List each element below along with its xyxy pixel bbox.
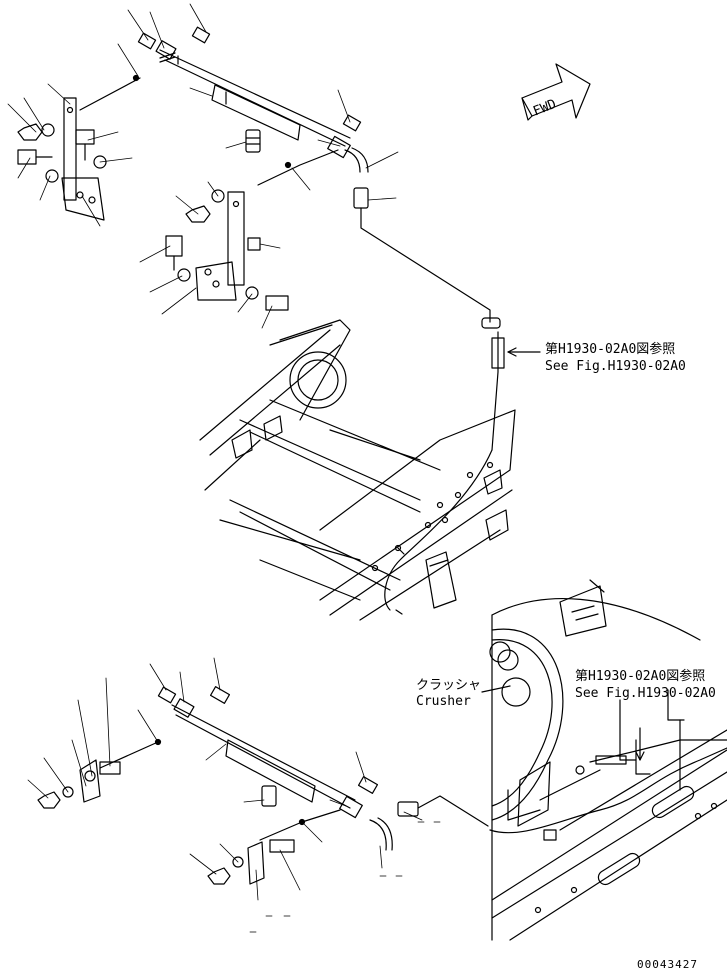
upper-frame: [199, 319, 541, 621]
upper-wire-mid: [257, 149, 339, 186]
lower-leader-lines: [27, 657, 423, 901]
ref-upper-en: See Fig.H1930-02A0: [545, 359, 686, 374]
upper-fittings-left: [137, 26, 211, 63]
placeholder-dashes: [249, 821, 441, 933]
crusher-detail: [481, 579, 727, 941]
upper-fittings-right: [327, 114, 505, 451]
upper-coupler: [245, 129, 261, 153]
upper-rail-pipe: [159, 49, 351, 147]
ref-lower-en: See Fig.H1930-02A0: [575, 686, 716, 701]
upper-assembly: [7, 3, 505, 451]
crusher-label-en: Crusher: [416, 694, 471, 709]
ref-lower-jp: 第H1930-02A0図参照: [575, 669, 706, 684]
upper-wire-left: [79, 77, 141, 111]
upper-leader-lines: [7, 3, 399, 329]
fwd-label: FWD: [531, 97, 559, 120]
crusher-label-jp: クラッシャ: [416, 678, 482, 693]
lower-assembly: [27, 657, 489, 901]
fwd-arrow: FWD: [521, 63, 591, 121]
drawing-number: 00043427: [637, 958, 698, 971]
upper-mid-bracket: [165, 189, 289, 311]
ref-upper-jp: 第H1930-02A0図参照: [545, 342, 676, 357]
upper-left-bracket: [17, 97, 107, 221]
